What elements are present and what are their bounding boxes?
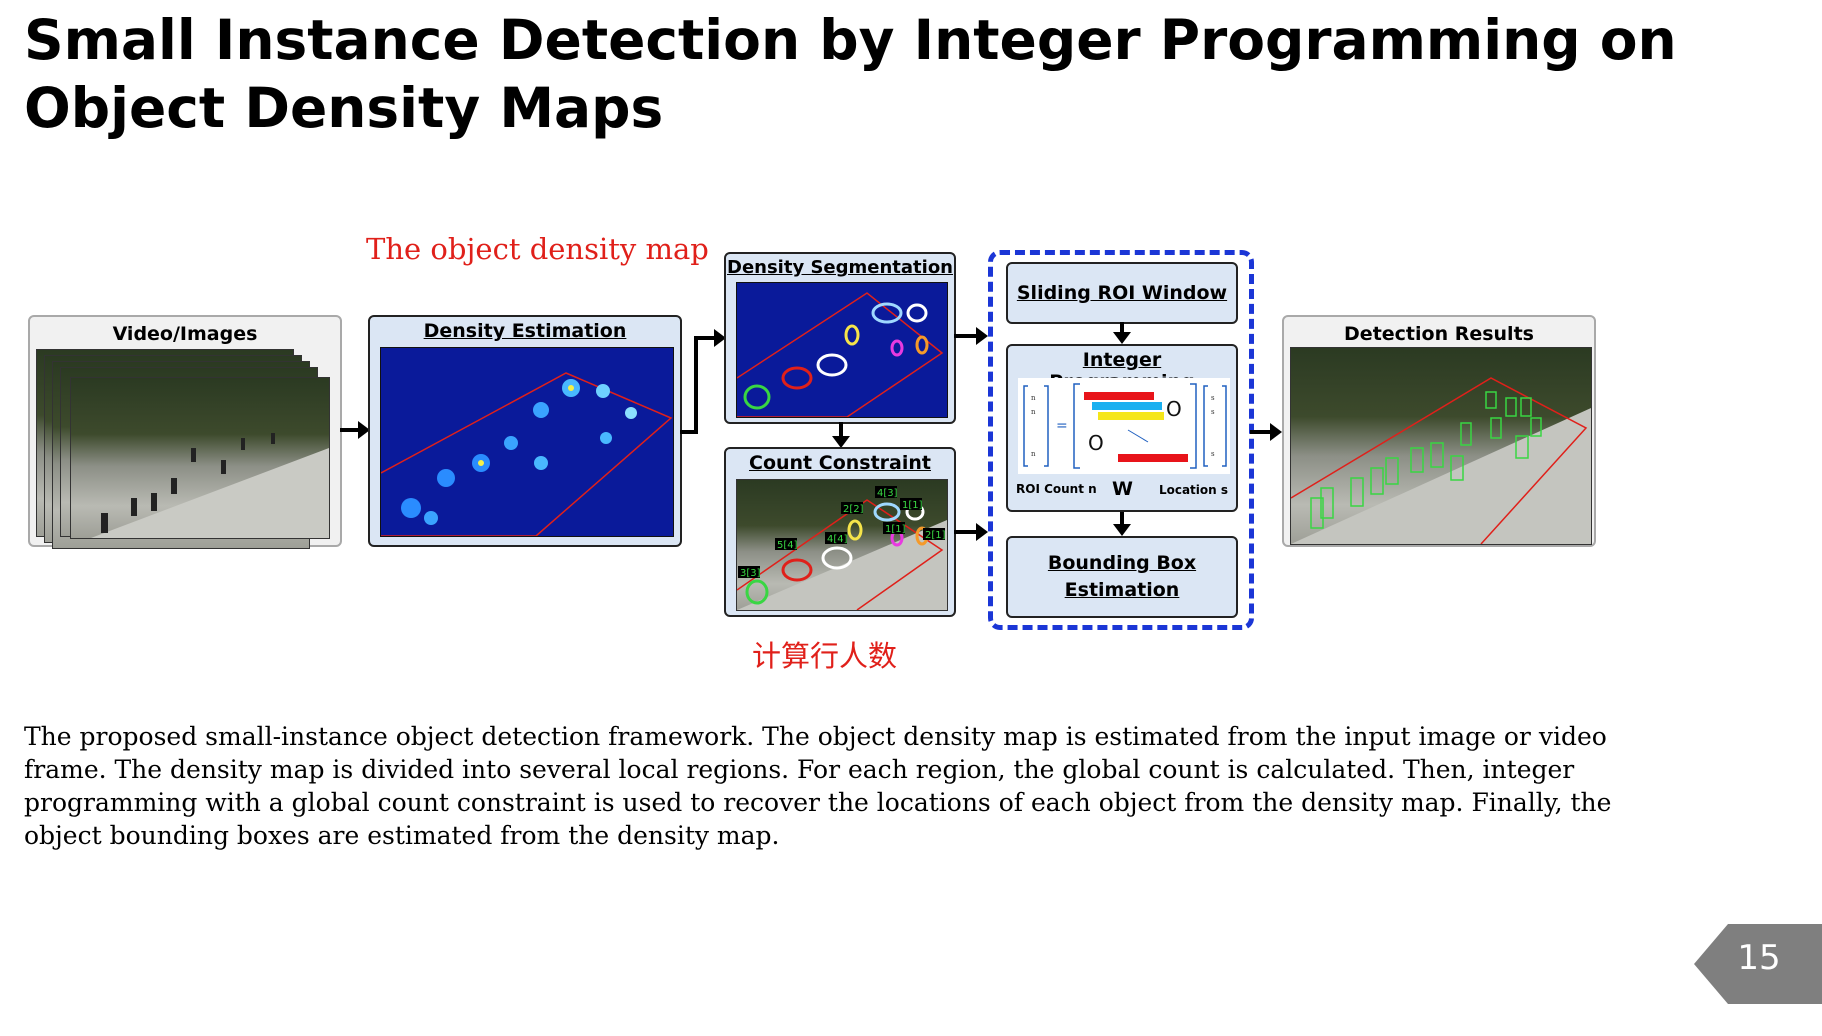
svg-text:n: n: [1031, 408, 1036, 416]
svg-text:s: s: [1211, 450, 1215, 458]
count-tag-1: 3[3]: [740, 568, 761, 579]
density-heatmap-plot: [381, 372, 673, 536]
w-matrix-label: W: [1112, 478, 1133, 500]
sliding-roi-label: Sliding ROI Window: [1016, 282, 1228, 304]
detection-results-plot: [1291, 377, 1591, 544]
video-images-label: Video/Images: [112, 323, 258, 345]
bounding-box-label: Bounding Box Estimation: [1047, 552, 1197, 601]
bounding-box-estimation-box: Bounding Box Estimation: [1006, 536, 1238, 618]
svg-text:=: =: [1056, 418, 1068, 434]
arrow-segmentation-to-ip: [954, 327, 988, 345]
arrow-ip-to-bbox: [1113, 512, 1131, 536]
integer-programming-box: Integer Programming n n n = O O s s s RO…: [1006, 344, 1238, 512]
segmentation-plot: [737, 292, 944, 417]
count-tag-8: 2[1]: [925, 530, 946, 541]
arrow-estimation-to-segmentation: [680, 329, 726, 434]
density-estimation-box: Density Estimation: [368, 315, 682, 547]
detection-results-label: Detection Results: [1344, 323, 1534, 345]
detection-results-image: [1290, 347, 1592, 545]
count-constraint-image: 3[3] 5[4] 4[4] 2[2] 4[3] 1[1] 1[1] 2[1]: [736, 479, 948, 611]
video-frame-scene: [91, 433, 329, 538]
count-constraint-label: Count Constraint: [749, 452, 931, 474]
count-constraint-box: Count Constraint 3[3] 5[4] 4[4] 2[2]: [724, 447, 956, 617]
svg-text:s: s: [1211, 394, 1215, 402]
figure-caption: The proposed small-instance object detec…: [24, 722, 1612, 850]
segmentation-map: [736, 282, 948, 418]
count-tag-6: 1[1]: [902, 500, 923, 511]
detection-results-box: Detection Results: [1282, 315, 1596, 547]
count-annotation: 计算行人数: [752, 639, 898, 673]
count-tag-5: 4[3]: [877, 488, 898, 499]
svg-text:n: n: [1031, 450, 1036, 458]
slide-title: Small Instance Detection by Integer Prog…: [24, 8, 1677, 140]
video-images-box: Video/Images: [28, 315, 342, 549]
arrow-segmentation-to-count: [832, 422, 850, 448]
page-number: 15: [1737, 938, 1781, 978]
count-tag-3: 4[4]: [827, 534, 848, 545]
density-heatmap: [380, 347, 674, 537]
arrow-to-detection-results: [1250, 423, 1282, 441]
page-number-tab: [1694, 924, 1822, 1004]
density-map-annotation: The object density map: [366, 232, 709, 266]
integer-programming-equation: n n n = O O s s s: [1018, 378, 1230, 474]
svg-text:O: O: [1088, 431, 1104, 455]
count-constraint-plot: 3[3] 5[4] 4[4] 2[2] 4[3] 1[1] 1[1] 2[1]: [737, 486, 947, 610]
roi-count-label: ROI Count n: [1016, 482, 1097, 496]
svg-text:O: O: [1166, 397, 1182, 421]
arrow-roi-to-ip: [1113, 322, 1131, 344]
arrow-count-to-ip: [954, 523, 988, 541]
density-estimation-label: Density Estimation: [423, 320, 627, 342]
integer-programming-pipeline: [988, 250, 1254, 630]
density-segmentation-box: Density Segmentation: [724, 252, 956, 424]
count-tag-2: 5[4]: [777, 540, 798, 551]
density-segmentation-label: Density Segmentation: [727, 257, 953, 278]
sliding-roi-box: Sliding ROI Window: [1006, 262, 1238, 324]
video-frame-image: [70, 377, 330, 539]
location-label: Location s: [1158, 483, 1228, 497]
svg-text:n: n: [1031, 394, 1036, 402]
arrow-video-to-estimation: [340, 421, 370, 439]
svg-text:s: s: [1211, 408, 1215, 416]
count-tag-7: 1[1]: [885, 524, 906, 535]
count-tag-4: 2[2]: [843, 504, 864, 515]
